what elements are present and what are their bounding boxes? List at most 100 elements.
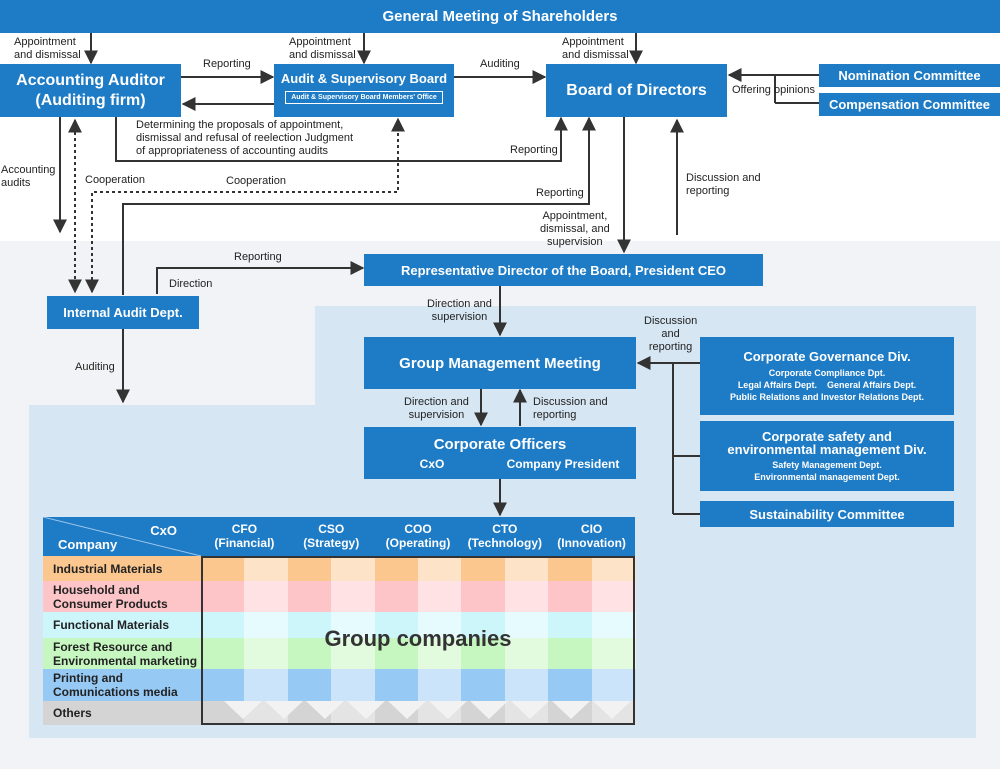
matrix-cell — [244, 612, 289, 638]
group-management-meeting-title: Group Management Meeting — [399, 354, 601, 372]
reporting-label-ia-ceo: Reporting — [234, 251, 282, 263]
matrix-row-label: Functional Materials — [43, 612, 201, 638]
matrix-cell — [244, 638, 289, 669]
matrix-column-header: COO(Operating) — [375, 522, 462, 550]
matrix-column-header: CIO(Innovation) — [548, 522, 635, 550]
matrix-cell — [374, 612, 419, 638]
corporate-officers-title: Corporate Officers — [433, 435, 567, 453]
matrix-cell — [331, 581, 376, 612]
matrix-cell — [244, 581, 289, 612]
audit-board-office: Audit & Supervisory Board Members' Offic… — [285, 91, 443, 104]
matrix-row-label: Industrial Materials — [43, 556, 201, 581]
label-line: Appointment, — [542, 210, 608, 222]
matrix-cell — [244, 669, 289, 701]
safety-div-title1: Corporate safety and — [761, 428, 893, 444]
matrix-row-text: Functional Materials — [53, 618, 169, 632]
audit-board-box: Audit & Supervisory Board Audit & Superv… — [274, 64, 454, 117]
label-line: Appointment — [14, 36, 76, 48]
matrix-cell — [461, 612, 506, 638]
matrix-row-line: Functional Materials — [53, 618, 170, 632]
matrix-cell — [548, 669, 593, 701]
matrix-cell — [418, 581, 462, 612]
matrix-cell — [504, 638, 549, 669]
audit-board-title: Audit & Supervisory Board — [280, 71, 448, 86]
matrix-cell — [591, 638, 636, 669]
matrix-row-line: Environmental marketing — [53, 653, 198, 668]
safety-div-sub1: Safety Management Dept. — [772, 459, 882, 470]
matrix-cell — [287, 612, 332, 638]
governance-div-sub1: Corporate Compliance Dpt. — [768, 368, 886, 378]
cooperation-label-1: Cooperation — [85, 174, 145, 186]
matrix-row-line: Consumer Products — [53, 596, 168, 611]
label-line: dismissal, and — [540, 223, 610, 235]
shareholders-title: General Meeting of Shareholders — [382, 8, 618, 25]
compensation-committee-title: Compensation Committee — [828, 97, 991, 112]
governance-div-title: Corporate Governance Div. — [743, 349, 911, 364]
matrix-cell — [504, 612, 549, 638]
label-line: Appointment — [562, 36, 624, 48]
matrix-cell — [201, 581, 245, 612]
label-line: Direction and — [427, 298, 492, 310]
matrix-cell — [201, 556, 245, 581]
matrix-column-name: (Operating) — [385, 536, 451, 550]
internal-audit-title: Internal Audit Dept. — [63, 305, 183, 320]
matrix-column-code: CIO — [580, 522, 603, 536]
matrix-cell — [331, 638, 376, 669]
matrix-column-header-bar — [201, 517, 635, 556]
matrix-row-text: Industrial Materials — [53, 562, 162, 576]
auditing-label-ia: Auditing — [75, 361, 115, 373]
matrix-cell — [374, 581, 419, 612]
matrix-cell — [201, 669, 245, 701]
matrix-cell — [374, 638, 419, 669]
matrix-cell — [548, 638, 593, 669]
matrix-column-name: (Innovation) — [557, 536, 626, 550]
matrix-column-header: CTO(Technology) — [461, 522, 548, 550]
matrix-cell — [548, 556, 593, 581]
matrix-row-line: Printing and — [53, 671, 123, 685]
label-line: Appointment — [289, 36, 351, 48]
sustainability-committee-title: Sustainability Committee — [749, 506, 905, 522]
board-of-directors-box: Board of Directors — [546, 64, 727, 117]
matrix-cell — [461, 638, 506, 669]
safety-div-box: Corporate safety and environmental manag… — [700, 421, 954, 491]
matrix-cell — [504, 581, 549, 612]
matrix-column-name: (Financial) — [214, 536, 275, 550]
accounting-auditor-subtitle: (Auditing firm) — [35, 91, 146, 109]
governance-div-sub2: Legal Affairs Dept. General Affairs Dept… — [737, 380, 917, 390]
matrix-cell — [591, 612, 636, 638]
accounting-auditor-box: Accounting Auditor (Auditing firm) — [0, 64, 181, 117]
matrix-row-label: Others — [43, 701, 201, 725]
reporting-label-to-bod-2: Reporting — [536, 187, 584, 199]
matrix-cell — [201, 638, 245, 669]
matrix-column-code: CSO — [318, 522, 345, 536]
representative-director-title: Representative Director of the Board, Pr… — [400, 262, 727, 278]
matrix-column-code: COO — [404, 522, 432, 536]
corporate-officers-president: Company President — [506, 456, 620, 471]
matrix-cell — [591, 669, 636, 701]
cooperation-label-2: Cooperation — [226, 175, 286, 187]
label-line: audits — [1, 177, 31, 189]
matrix-cell — [287, 638, 332, 669]
matrix-cell — [418, 556, 462, 581]
appointment-supervision-label: Appointment, dismissal, and supervision — [540, 210, 610, 249]
label-line: and dismissal — [14, 49, 81, 61]
label-line: supervision — [431, 311, 488, 323]
sustainability-committee-box: Sustainability Committee — [700, 501, 954, 527]
shareholders-box: General Meeting of Shareholders — [0, 0, 1000, 33]
matrix-cell — [201, 612, 245, 638]
corporate-officers-cxo: CxO — [419, 456, 445, 471]
compensation-committee-box: Compensation Committee — [819, 93, 1000, 116]
matrix-column-code: CTO — [492, 522, 518, 536]
matrix-cell — [504, 669, 549, 701]
